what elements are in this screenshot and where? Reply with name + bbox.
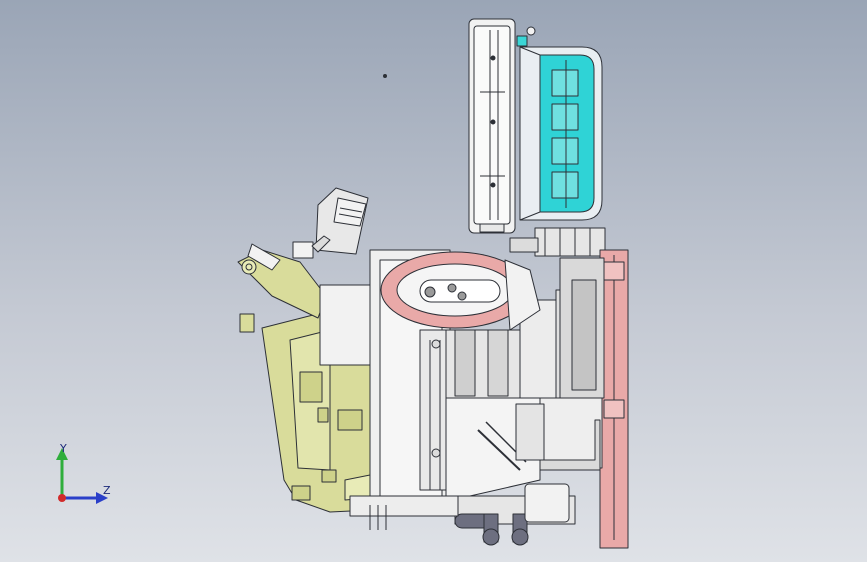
green-bracket[interactable] (237, 243, 327, 333)
z-axis-label: Z (103, 484, 111, 497)
heater-core[interactable] (445, 397, 601, 497)
axis-triad: Y Z (44, 440, 124, 510)
motor-connector[interactable] (292, 187, 369, 259)
coolant-pipes[interactable] (454, 483, 576, 546)
y-axis-label: Y (60, 442, 67, 455)
cyan-filter-frame[interactable] (516, 26, 603, 221)
bottom-base (349, 495, 459, 530)
z-axis-arrow (96, 492, 108, 504)
pink-oval-duct[interactable] (380, 251, 541, 331)
right-mechanism[interactable] (539, 257, 605, 469)
x-axis-dot (58, 494, 66, 502)
y-axis-arrow (56, 448, 68, 460)
stray-point (383, 74, 387, 78)
blower-head[interactable] (509, 227, 606, 257)
filter-door-panel[interactable] (468, 18, 516, 234)
pink-side-plate[interactable] (599, 249, 629, 549)
